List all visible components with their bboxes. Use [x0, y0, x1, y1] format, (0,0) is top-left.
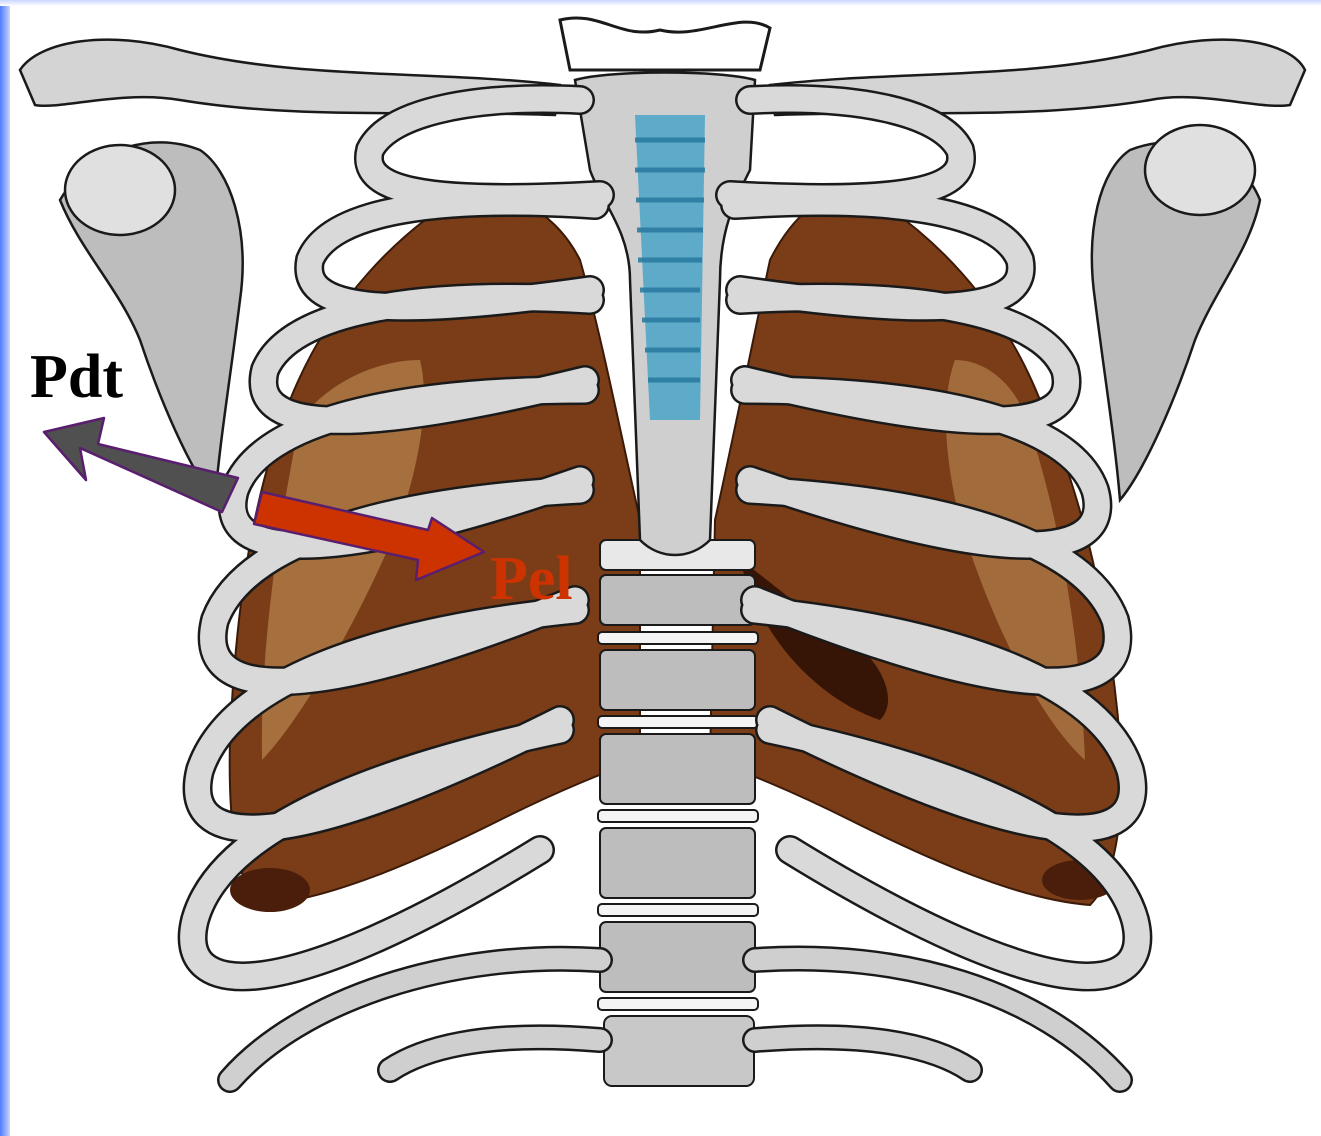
right-humeral-head	[65, 145, 175, 235]
left-humeral-head	[1145, 125, 1255, 215]
right-lung-base	[230, 868, 310, 912]
pdt-label: Pdt	[30, 346, 123, 408]
spine	[598, 540, 758, 1086]
pel-label: Pel	[490, 548, 573, 610]
